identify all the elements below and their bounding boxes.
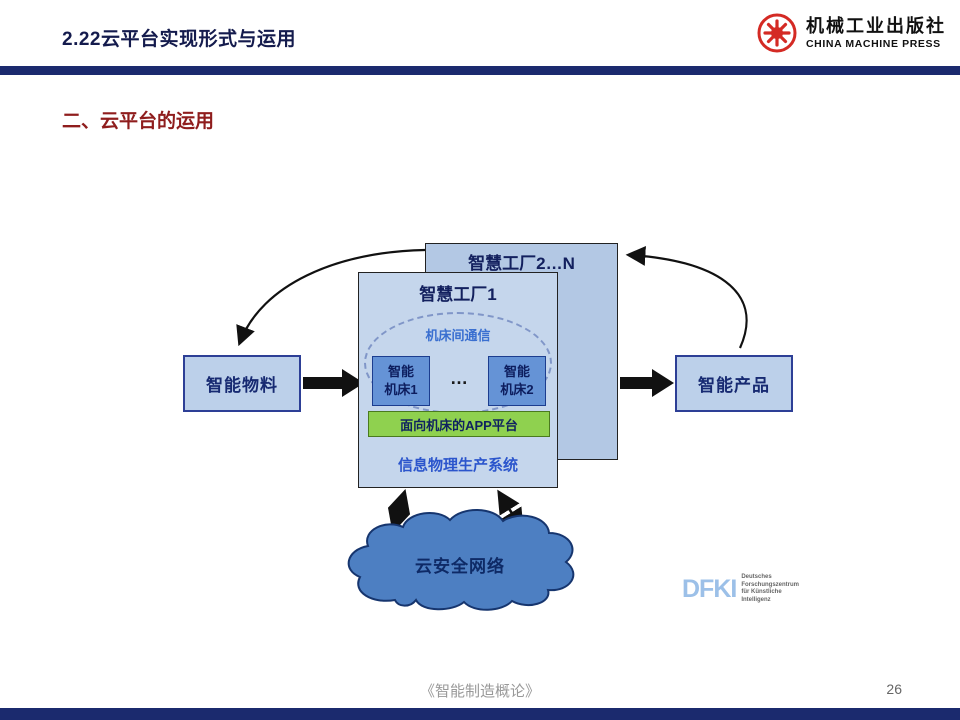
arrow-product-to-factoryn: [625, 246, 748, 349]
smart-machine-1-box: 智能 机床1: [372, 356, 430, 406]
footer-bar: [0, 708, 960, 720]
header-divider-bar: [0, 66, 960, 75]
smart-factory-1-label: 智慧工厂1: [419, 285, 497, 304]
publisher-logo: 机械工业出版社 CHINA MACHINE PRESS: [756, 12, 946, 54]
smart-machine-1-line1: 智能: [387, 364, 414, 380]
section-title: 二、云平台的运用: [62, 111, 215, 132]
arrow-factory-cloud-left: [387, 489, 411, 533]
smart-factory-n-label: 智慧工厂2…N: [468, 254, 575, 273]
machines-ellipsis: …: [450, 368, 468, 388]
gear-emblem-icon: [757, 13, 797, 53]
publisher-name: 机械工业出版社 CHINA MACHINE PRESS: [806, 16, 946, 50]
footer-book-title: 《智能制造概论》: [419, 683, 540, 700]
footer-page-number: 26: [886, 681, 902, 697]
page-title: 2.22云平台实现形式与运用: [62, 29, 296, 50]
arrow-factory-to-product: [620, 369, 674, 397]
app-platform-bar: 面向机床的APP平台: [368, 411, 550, 437]
dfki-caption: Deutsches Forschungszentrum für Künstlic…: [741, 574, 799, 603]
smart-machine-2-box: 智能 机床2: [488, 356, 546, 406]
machine-comm-label: 机床间通信: [425, 328, 491, 343]
smart-product-box: 智能产品: [675, 355, 793, 412]
smart-material-box: 智能物料: [183, 355, 301, 412]
publisher-name-cn: 机械工业出版社: [806, 16, 946, 37]
arrow-factory-cloud-right: [497, 489, 524, 533]
cps-label: 信息物理生产系统: [397, 457, 518, 474]
dfki-logo-text: DFKI: [682, 574, 737, 603]
smart-machine-2-line2: 机床2: [500, 382, 534, 397]
dfki-logo: DFKI Deutsches Forschungszentrum für Kün…: [682, 574, 807, 604]
publisher-name-en: CHINA MACHINE PRESS: [806, 37, 941, 50]
smart-machine-2-line1: 智能: [503, 364, 530, 380]
smart-machine-1-line2: 机床1: [384, 382, 418, 397]
arrow-material-to-factory1: [303, 369, 364, 397]
secure-cloud-label: 云安全网络: [415, 557, 505, 576]
